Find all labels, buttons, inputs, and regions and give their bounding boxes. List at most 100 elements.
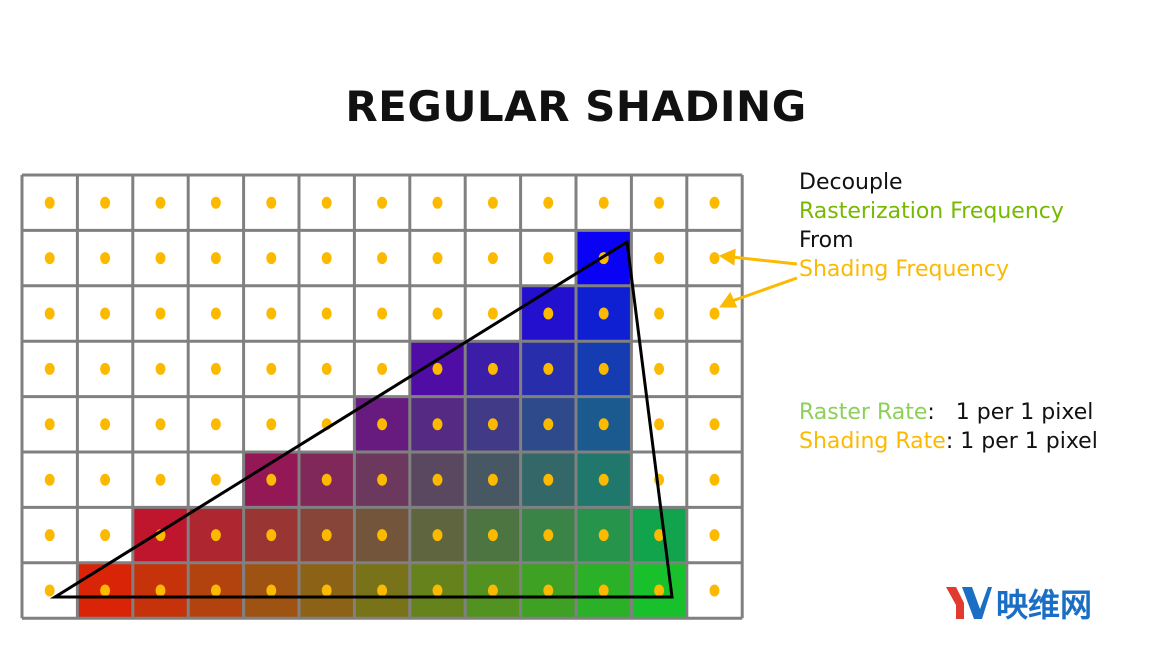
shading-sample-dot	[487, 529, 498, 542]
shading-sample-dot	[598, 362, 609, 375]
logo: 映维网	[944, 580, 1092, 626]
shading-sample-dot	[432, 196, 443, 209]
shading-sample-dot	[44, 418, 55, 431]
shading-sample-dot	[44, 196, 55, 209]
shading-sample-dot	[487, 307, 498, 320]
rasterization-frequency-text: Rasterization Frequency	[799, 199, 1064, 224]
shading-sample-dot	[210, 196, 221, 209]
shading-sample-dot	[377, 529, 388, 542]
shading-sample-dot	[377, 307, 388, 320]
shading-sample-dot	[100, 529, 111, 542]
shading-sample-dot	[654, 362, 665, 375]
shading-sample-dot	[432, 252, 443, 265]
shading-sample-dot	[377, 252, 388, 265]
shading-sample-dot	[210, 529, 221, 542]
shading-sample-dot	[543, 307, 554, 320]
shading-sample-dot	[44, 362, 55, 375]
shading-sample-dot	[155, 584, 166, 597]
shading-sample-dot	[266, 584, 277, 597]
shading-sample-dot	[100, 473, 111, 486]
shading-sample-dot	[709, 362, 720, 375]
shading-sample-dot	[155, 307, 166, 320]
from-text: From	[799, 228, 854, 253]
logo-text: 映维网	[996, 586, 1093, 624]
shading-sample-dot	[266, 529, 277, 542]
shading-sample-dot	[100, 418, 111, 431]
shading-sample-dot	[44, 252, 55, 265]
shading-sample-dot	[321, 584, 332, 597]
shading-sample-dot	[709, 473, 720, 486]
shading-sample-dot	[377, 418, 388, 431]
shading-sample-dot	[598, 529, 609, 542]
decouple-text: Decouple	[799, 170, 903, 195]
shading-sample-dot	[543, 473, 554, 486]
shading-sample-dot	[543, 529, 554, 542]
shading-sample-dot	[44, 584, 55, 597]
shading-sample-dot	[210, 252, 221, 265]
shading-sample-dot	[598, 418, 609, 431]
shading-sample-dot	[266, 362, 277, 375]
shading-sample-dot	[210, 584, 221, 597]
shading-sample-dot	[487, 584, 498, 597]
shading-sample-dot	[709, 584, 720, 597]
shading-sample-dot	[654, 196, 665, 209]
shading-sample-dot	[377, 362, 388, 375]
shading-sample-dot	[598, 196, 609, 209]
shading-sample-dot	[266, 473, 277, 486]
shading-sample-dot	[210, 473, 221, 486]
slide-title: REGULAR SHADING	[345, 82, 807, 131]
raster-rate-value: : 1 per 1 pixel	[927, 400, 1094, 425]
shading-sample-dot	[100, 252, 111, 265]
shading-sample-dot	[654, 584, 665, 597]
shading-sample-dot	[487, 196, 498, 209]
shading-sample-dot	[155, 362, 166, 375]
shading-sample-dot	[321, 252, 332, 265]
shading-sample-dot	[266, 196, 277, 209]
shading-sample-dot	[654, 252, 665, 265]
shading-sample-dot	[709, 418, 720, 431]
shading-sample-dot	[321, 529, 332, 542]
arrow-to-sample-row3	[719, 276, 798, 308]
shading-rate-value: : 1 per 1 pixel	[945, 429, 1098, 454]
shading-sample-dot	[709, 252, 720, 265]
shading-sample-dot	[44, 473, 55, 486]
shading-rate-label: Shading Rate	[799, 429, 946, 454]
shading-sample-dot	[100, 307, 111, 320]
shading-sample-dot	[543, 252, 554, 265]
shading-sample-dot	[709, 307, 720, 320]
shading-sample-dot	[598, 584, 609, 597]
shading-sample-dot	[321, 196, 332, 209]
shading-sample-dot	[266, 307, 277, 320]
shading-sample-dot	[377, 196, 388, 209]
arrow-to-sample-row2	[718, 248, 798, 266]
shading-sample-dot	[487, 252, 498, 265]
shading-sample-dot	[100, 584, 111, 597]
shading-sample-dot	[487, 362, 498, 375]
shading-sample-dot	[377, 584, 388, 597]
shading-sample-dot	[709, 529, 720, 542]
shading-sample-dot	[432, 584, 443, 597]
shading-sample-dot	[44, 529, 55, 542]
shading-sample-dot	[654, 307, 665, 320]
raster-rate-line: Raster Rate: 1 per 1 pixel	[799, 398, 1093, 427]
shading-sample-dot	[543, 362, 554, 375]
shading-sample-dot	[210, 307, 221, 320]
shading-sample-dot	[543, 418, 554, 431]
shading-sample-dot	[598, 473, 609, 486]
shading-sample-dot	[266, 418, 277, 431]
shading-sample-dot	[654, 529, 665, 542]
shading-sample-dot	[654, 418, 665, 431]
shading-sample-dot	[210, 362, 221, 375]
shading-sample-dot	[598, 307, 609, 320]
shading-sample-dot	[155, 252, 166, 265]
logo-mark-icon	[946, 587, 992, 619]
shading-sample-dot	[543, 196, 554, 209]
shading-sample-dot	[432, 529, 443, 542]
shading-sample-dot	[432, 307, 443, 320]
shading-sample-dot	[100, 196, 111, 209]
shading-rate-line: Shading Rate: 1 per 1 pixel	[799, 427, 1098, 456]
shading-sample-dot	[432, 418, 443, 431]
shading-sample-dot	[321, 473, 332, 486]
shading-sample-dot	[321, 362, 332, 375]
shading-sample-dot	[155, 418, 166, 431]
